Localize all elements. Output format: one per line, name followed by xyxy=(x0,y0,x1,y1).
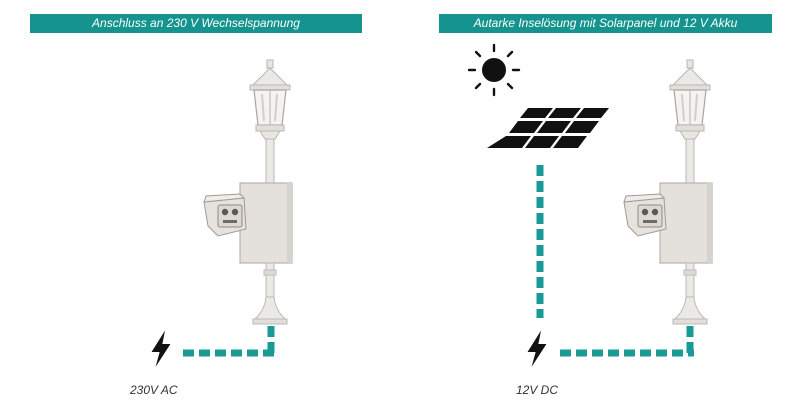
power-cable-right xyxy=(560,326,694,357)
power-cable-left xyxy=(183,326,275,357)
sun-icon xyxy=(467,43,521,97)
banner-grid-power: Anschluss an 230 V Wechselspannung xyxy=(30,14,362,33)
camera-pole-right xyxy=(623,59,713,325)
solar-panel-icon xyxy=(487,108,609,148)
banner-grid-power-title: Anschluss an 230 V Wechselspannung xyxy=(92,16,300,30)
caption-230v-ac: 230V AC xyxy=(130,383,178,397)
camera-pole-left xyxy=(203,59,293,325)
banner-solar-power: Autarke Inselösung mit Solarpanel und 12… xyxy=(439,14,772,33)
lightning-icon xyxy=(527,330,547,367)
lightning-icon xyxy=(151,330,171,367)
caption-12v-dc: 12V DC xyxy=(516,383,559,397)
banner-solar-power-title: Autarke Inselösung mit Solarpanel und 12… xyxy=(473,16,738,30)
